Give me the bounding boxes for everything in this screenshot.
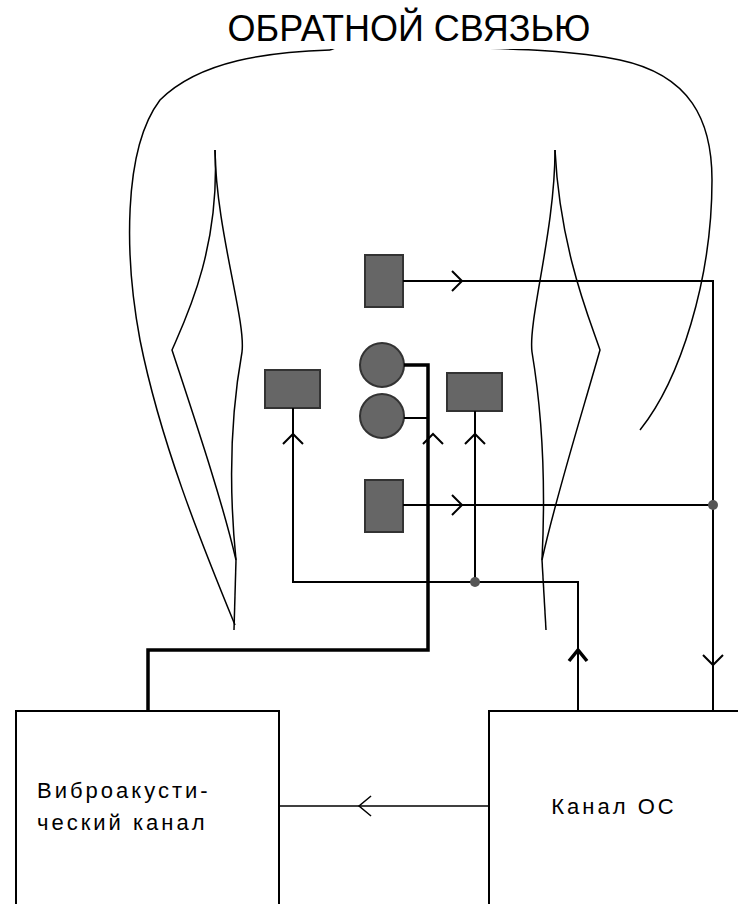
box-label: Виброакусти- ческий канал	[37, 775, 258, 839]
torso-outline	[130, 29, 712, 630]
signal-arrow	[280, 796, 488, 816]
box-label: Канал ОС	[551, 791, 676, 823]
title-wrap: ОБРАТНОЙ СВЯЗЬЮ	[0, 8, 738, 50]
electrode	[265, 255, 502, 532]
channel-box: Виброакусти- ческий канал	[15, 710, 280, 904]
channel-box: Канал ОС	[488, 710, 738, 904]
junction-dot	[470, 500, 718, 587]
vibro-wire	[148, 365, 428, 710]
arrow-head	[569, 650, 587, 661]
wire	[283, 271, 723, 710]
title: ОБРАТНОЙ СВЯЗЬЮ	[224, 8, 595, 49]
